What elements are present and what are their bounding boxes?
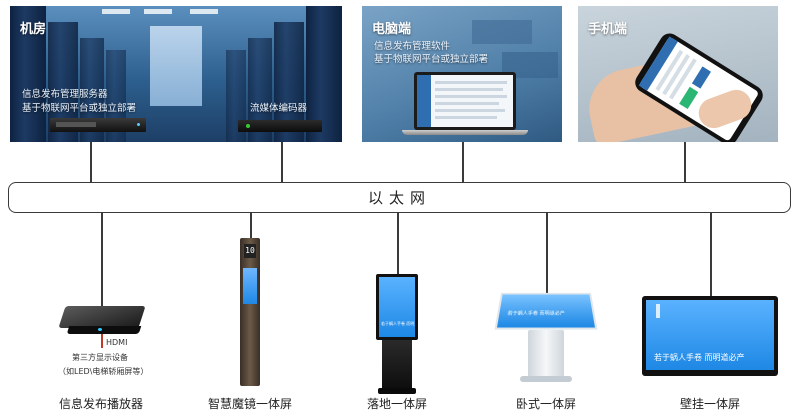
floor-standing-device: 若于蜗人手卷 而明道必产: [376, 274, 418, 394]
pc-caption-line2: 基于物联网平台或独立部署: [374, 54, 489, 65]
ceiling-light: [144, 9, 172, 14]
hdmi-cable: [101, 334, 103, 348]
third-party-examples-note: （如LED\电梯轿厢屏等）: [58, 367, 149, 376]
server-caption-line1: 信息发布管理服务器: [22, 89, 108, 100]
smart-mirror-device: 10: [240, 238, 260, 386]
laptop-base: [402, 130, 528, 135]
wire-wall-mount: [710, 213, 712, 297]
smart-mirror-label: 智慧魔镜一体屏: [207, 397, 293, 411]
kiosk-device: 若于蜗人手卷 而明道必产: [494, 290, 598, 386]
ethernet-bus: 以太网: [8, 182, 791, 213]
wire-encoder: [281, 142, 283, 183]
hdmi-label: HDMI: [106, 338, 128, 347]
wall-mount-label: 壁挂一体屏: [679, 397, 741, 411]
ethernet-label: 以太网: [367, 189, 431, 207]
wall-mount-device: 若于蜗人手卷 而明道必产: [642, 296, 778, 376]
laptop-icon: [414, 72, 516, 130]
wire-smart-mirror: [250, 213, 252, 239]
media-player-device: [58, 306, 146, 336]
player-label: 信息发布播放器: [58, 397, 144, 411]
kiosk-screen-text: 若于蜗人手卷 而明道必产: [507, 310, 566, 317]
wire-pc: [462, 142, 464, 183]
pc-title: 电脑端: [372, 22, 412, 37]
mirror-screen: [243, 268, 257, 304]
server-icon: [50, 118, 146, 132]
pc-caption-line1: 信息发布管理软件: [374, 41, 451, 52]
server-rack: [306, 6, 342, 142]
wire-kiosk: [546, 213, 548, 293]
server-caption-line2: 基于物联网平台或独立部署: [22, 103, 137, 114]
wire-server: [90, 142, 92, 183]
server-room-title: 机房: [20, 22, 47, 37]
floor-screen-text: 若于蜗人手卷 而明道必产: [381, 321, 415, 326]
wire-player: [101, 213, 103, 310]
wire-floor-standing: [397, 213, 399, 275]
encoder-icon: [238, 120, 322, 132]
floor-standing-label: 落地一体屏: [366, 397, 428, 411]
wire-mobile: [684, 142, 686, 183]
kiosk-label: 卧式一体屏: [515, 397, 577, 411]
mobile-title: 手机端: [588, 22, 628, 37]
server-room-panel: 机房 信息发布管理服务器 基于物联网平台或独立部署 流媒体编码器: [10, 6, 342, 142]
pc-panel: 电脑端 信息发布管理软件 基于物联网平台或独立部署: [362, 6, 562, 142]
third-party-display-note: 第三方显示设备: [72, 353, 128, 362]
ceiling-light: [102, 9, 130, 14]
office-background: [472, 20, 532, 44]
server-rack: [10, 6, 46, 142]
ceiling-light: [190, 9, 218, 14]
mobile-panel: 手机端: [578, 6, 778, 142]
encoder-caption: 流媒体编码器: [250, 103, 308, 114]
server-rack: [226, 50, 246, 142]
floor-number-display: 10: [244, 244, 256, 258]
wall-screen-text: 若于蜗人手卷 而明道必产: [654, 353, 745, 362]
corridor-light: [150, 26, 202, 106]
